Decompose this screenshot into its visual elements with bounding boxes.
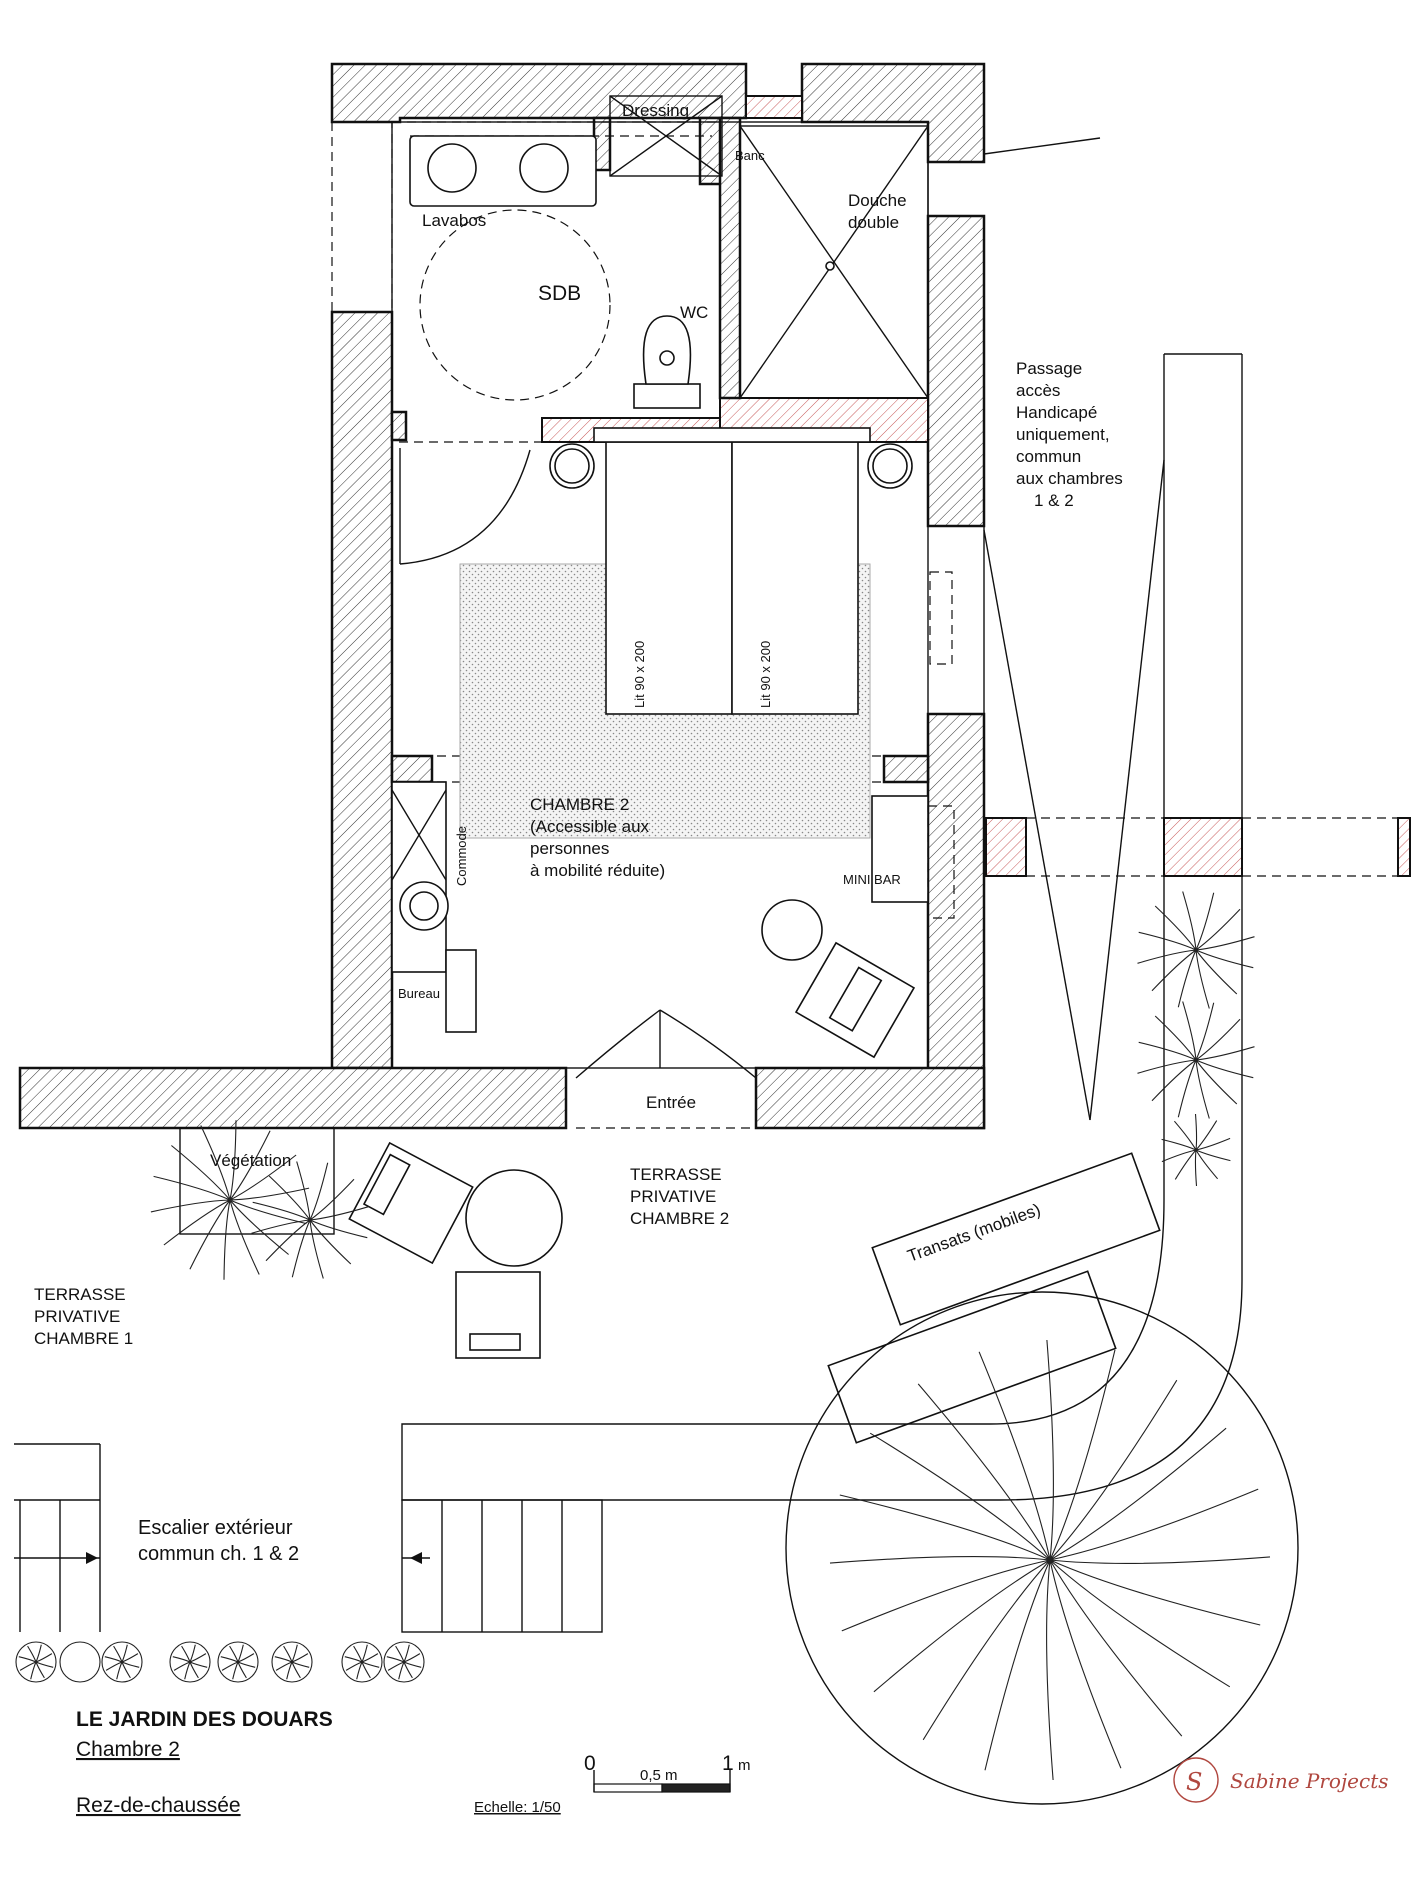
label-passage-7: 1 & 2: [1034, 491, 1074, 510]
label-vegetation: Végétation: [210, 1151, 291, 1170]
label-dressing: Dressing: [622, 101, 689, 120]
exterior: [14, 353, 1299, 1805]
hedge-plant: [59, 1641, 101, 1683]
label-passage-4: uniquement,: [1016, 425, 1110, 444]
label-douche-1: Douche: [848, 191, 907, 210]
label-terrasse1-3: CHAMBRE 1: [34, 1329, 133, 1348]
hedge-plant: [101, 1641, 143, 1683]
hedge-plant: [220, 1644, 256, 1680]
label-lavabos: Lavabos: [422, 211, 486, 230]
vegetation-plant: [251, 1161, 369, 1279]
hedge-plant: [383, 1641, 425, 1683]
passage-plant: [1137, 1001, 1255, 1119]
label-terrasse2-3: CHAMBRE 2: [630, 1209, 729, 1228]
hedge-plant: [341, 1641, 383, 1683]
plan-level: Rez-de-chaussée: [76, 1794, 241, 1817]
hedge-plant: [386, 1644, 422, 1680]
logo-monogram: S: [1186, 1768, 1202, 1796]
scale-unit: m: [738, 1757, 751, 1774]
scale-bar: Echelle: 1/50 0 0,5 m 1 m: [474, 1752, 751, 1816]
label-banc: Banc: [735, 148, 765, 163]
hedge-plant: [15, 1641, 57, 1683]
hedge-plant: [217, 1641, 259, 1683]
label-chambre-1: CHAMBRE 2: [530, 795, 629, 814]
plan-subtitle: Chambre 2: [76, 1738, 180, 1761]
sabine-projects-logo: S Sabine Projects: [1173, 1757, 1389, 1803]
logo-text: Sabine Projects: [1230, 1769, 1389, 1793]
scale-tick-half: 0,5 m: [640, 1767, 678, 1784]
passage-plant: [1137, 891, 1255, 1009]
label-minibar: MINI BAR: [843, 872, 901, 887]
vegetation-plant: [150, 1120, 310, 1280]
label-bed-2: Lit 90 x 200: [758, 641, 773, 708]
label-sdb: SDB: [538, 282, 581, 305]
scale-label: Echelle: 1/50: [474, 1799, 561, 1816]
label-passage-6: aux chambres: [1016, 469, 1123, 488]
plan-title: LE JARDIN DES DOUARS: [76, 1708, 333, 1731]
plants: [15, 891, 1271, 1781]
label-douche-2: double: [848, 213, 899, 232]
hedge-plant: [344, 1644, 380, 1680]
label-chambre-4: à mobilité réduite): [530, 861, 665, 880]
hedge-plant: [172, 1644, 208, 1680]
label-wc: WC: [680, 303, 708, 322]
label-passage-1: Passage: [1016, 359, 1082, 378]
scale-tick-0: 0: [584, 1752, 596, 1775]
label-terrasse2-2: PRIVATIVE: [630, 1187, 716, 1206]
hedge-plant: [271, 1641, 313, 1683]
label-passage-5: commun: [1016, 447, 1081, 466]
label-passage-3: Handicapé: [1016, 403, 1097, 422]
label-bureau: Bureau: [398, 986, 440, 1001]
label-passage-2: accès: [1016, 381, 1060, 400]
label-entree: Entrée: [646, 1093, 696, 1112]
hedge-plant: [169, 1641, 211, 1683]
label-terrasse1-1: TERRASSE: [34, 1285, 126, 1304]
furniture: [348, 135, 1161, 1444]
label-escalier-1: Escalier extérieur: [138, 1517, 293, 1539]
hedge-plant: [104, 1644, 140, 1680]
label-commode: Commode: [454, 826, 469, 886]
scale-tick-1: 1: [722, 1752, 734, 1775]
label-terrasse1-2: PRIVATIVE: [34, 1307, 120, 1326]
label-chambre-2: (Accessible aux: [530, 817, 650, 836]
label-terrasse2-1: TERRASSE: [630, 1165, 722, 1184]
hedge-plant: [274, 1644, 310, 1680]
label-bed-1: Lit 90 x 200: [632, 641, 647, 708]
interior-lines: [331, 95, 1398, 1129]
label-chambre-3: personnes: [530, 839, 609, 858]
tree-plant: [829, 1339, 1271, 1781]
passage-plant: [1161, 1113, 1231, 1187]
hedge-plant: [18, 1644, 54, 1680]
label-escalier-2: commun ch. 1 & 2: [138, 1543, 299, 1565]
